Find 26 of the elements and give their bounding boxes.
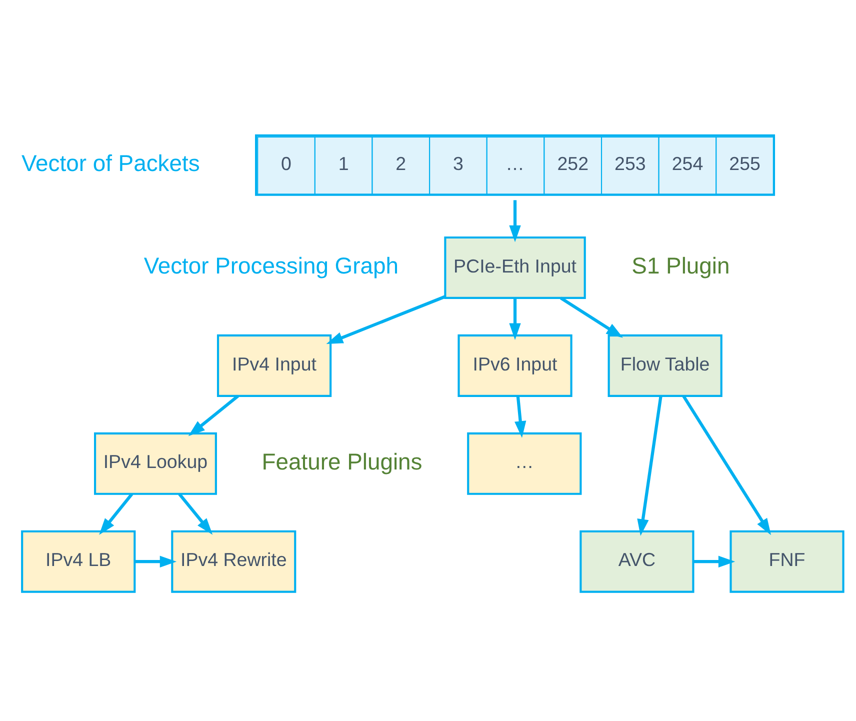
node-box: … (467, 432, 582, 494)
arrow (694, 555, 736, 567)
arrow (682, 394, 772, 535)
arrow (99, 492, 134, 534)
node-box: IPv4 Input (216, 334, 332, 396)
node-box: IPv4 Lookup (94, 432, 217, 494)
arrow (509, 200, 521, 242)
arrow (509, 298, 521, 340)
arrow (637, 395, 662, 536)
arrow (178, 492, 213, 534)
node-box: Flow Table (608, 334, 722, 396)
node-box: IPv4 LB (21, 530, 136, 592)
node-box: PCIe-Eth Input (444, 236, 586, 298)
arrow (514, 395, 526, 438)
arrow (560, 296, 623, 338)
arrow (134, 555, 177, 567)
node-box: AVC (580, 530, 694, 592)
node-box: IPv6 Input (458, 334, 572, 396)
label: Feature Plugins (262, 448, 422, 474)
arrow (188, 394, 239, 436)
node-box: FNF (730, 530, 844, 592)
label: Vector Processing Graph (144, 252, 398, 278)
node-label: S1 Plugin (632, 252, 730, 278)
arrow (326, 294, 446, 344)
node-box: IPv4 Rewrite (171, 530, 296, 592)
node-label: Vector of Packets (22, 149, 200, 176)
